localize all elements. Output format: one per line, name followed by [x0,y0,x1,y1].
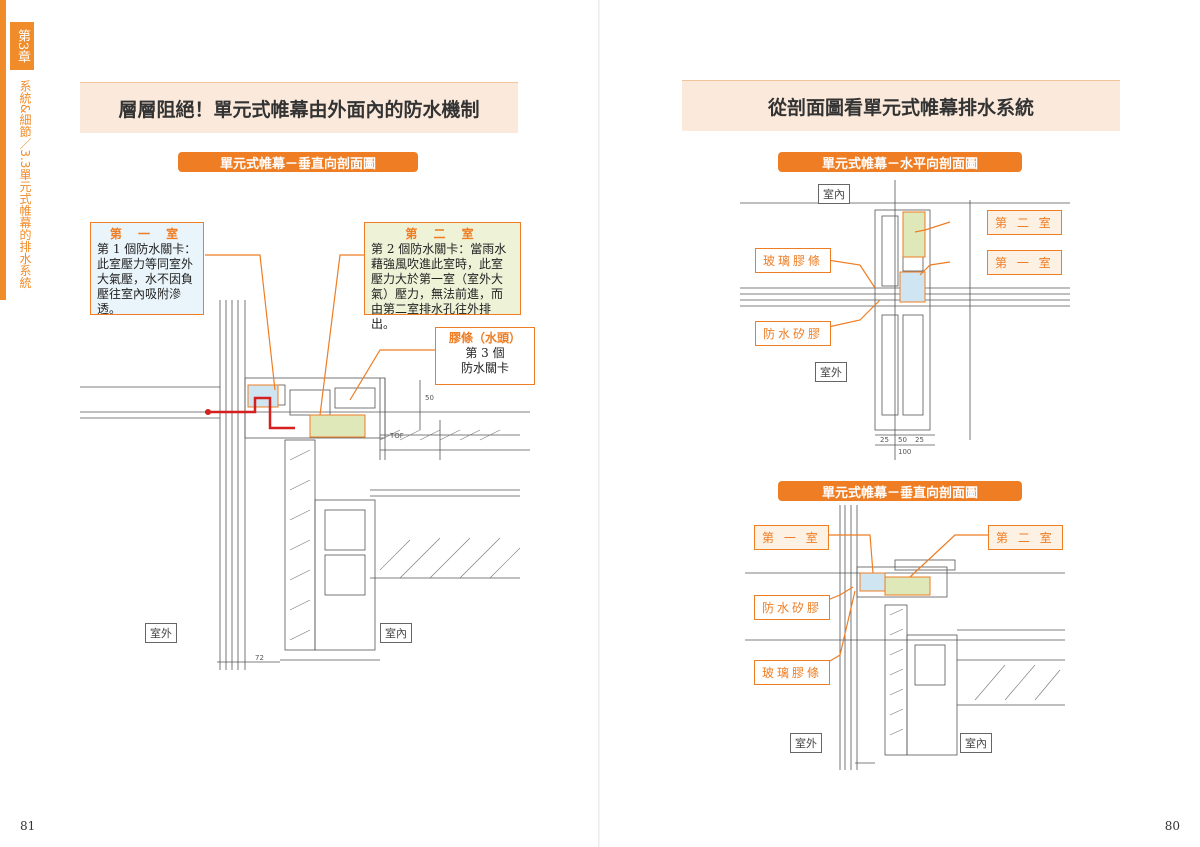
left-page: 第3章 系統&細節／3.3單元式帷幕的排水系統 層層阻絕！單元式帷幕由外面內的防… [0,0,535,833]
horizontal-label-outside: 室外 [815,362,847,382]
gasket-line-1: 第 3 個 [465,346,505,360]
horizontal-tag-silicone: 防水矽膠 [755,321,832,346]
vertical-tag-first-room: 第 一 室 [754,525,829,550]
second-chamber-body: 第 2 個防水關卡：當雨水藉強風吹進此室時，此室壓力大於第一室（室外大氣）壓力，… [371,242,507,331]
second-chamber-title: 第 二 室 [405,227,480,241]
label-outside: 室外 [145,623,177,643]
svg-text:25: 25 [880,436,889,444]
vertical-section-drawing: 50 TOF 72 [80,254,530,670]
vertical-tag-second-room: 第 二 室 [988,525,1063,550]
first-chamber-title: 第 一 室 [109,227,185,241]
chapter-side-tab: 第3章 系統&細節／3.3單元式帷幕的排水系統 [0,0,40,300]
label-inside: 室內 [380,623,412,643]
page-number-right: 80 [1164,819,1180,833]
vertical-section-subtitle: 單元式帷幕－垂直向剖面圖 [778,481,1022,501]
right-page-title: 從剖面圖看單元式帷幕排水系統 [682,80,1120,131]
first-chamber-body: 第 1 個防水關卡：此室壓力等同室外大氣壓，水不因負壓往室內吸附滲透。 [97,242,197,316]
svg-text:100: 100 [898,448,911,456]
side-tab-bar [0,0,6,300]
page-number-left: 81 [20,819,36,833]
vertical-tag-glass-gasket: 玻璃膠條 [754,660,831,685]
second-chamber-note: 第 二 室 第 2 個防水關卡：當雨水藉強風吹進此室時，此室壓力大於第一室（室外… [364,222,521,331]
svg-text:50: 50 [898,436,907,444]
horizontal-label-inside: 室內 [818,184,850,204]
svg-text:TOF: TOF [389,432,404,440]
svg-text:50: 50 [425,394,434,402]
svg-text:72: 72 [255,654,264,662]
horizontal-tag-first-room: 第 一 室 [987,250,1062,275]
vertical-label-inside: 室內 [960,733,992,753]
horizontal-section-drawing: 25 50 25 100 [740,180,1070,460]
section-subtitle: 單元式帷幕－垂直向剖面圖 [178,152,418,172]
first-chamber-note: 第 一 室 第 1 個防水關卡：此室壓力等同室外大氣壓，水不因負壓往室內吸附滲透… [90,222,204,316]
svg-text:25: 25 [915,436,924,444]
gasket-title: 膠條（水頭） [448,331,521,345]
right-page: 從剖面圖看單元式帷幕排水系統 單元式帷幕－水平向剖面圖 [600,0,1200,847]
section-name: 系統&細節／3.3單元式帷幕的排水系統 [18,80,32,289]
right-vertical-section-drawing [745,505,1065,770]
horizontal-tag-second-room: 第 二 室 [987,210,1062,235]
horizontal-tag-glass-gasket: 玻璃膠條 [755,248,832,273]
vertical-tag-silicone: 防水矽膠 [754,595,831,620]
horizontal-section-subtitle: 單元式帷幕－水平向剖面圖 [778,152,1022,172]
vertical-label-outside: 室外 [790,733,822,753]
chapter-number: 第3章 [10,22,34,70]
gasket-line-2: 防水關卡 [460,361,509,375]
gasket-note: 膠條（水頭） 第 3 個 防水關卡 [435,327,535,385]
page-title: 層層阻絕！單元式帷幕由外面內的防水機制 [80,82,518,133]
